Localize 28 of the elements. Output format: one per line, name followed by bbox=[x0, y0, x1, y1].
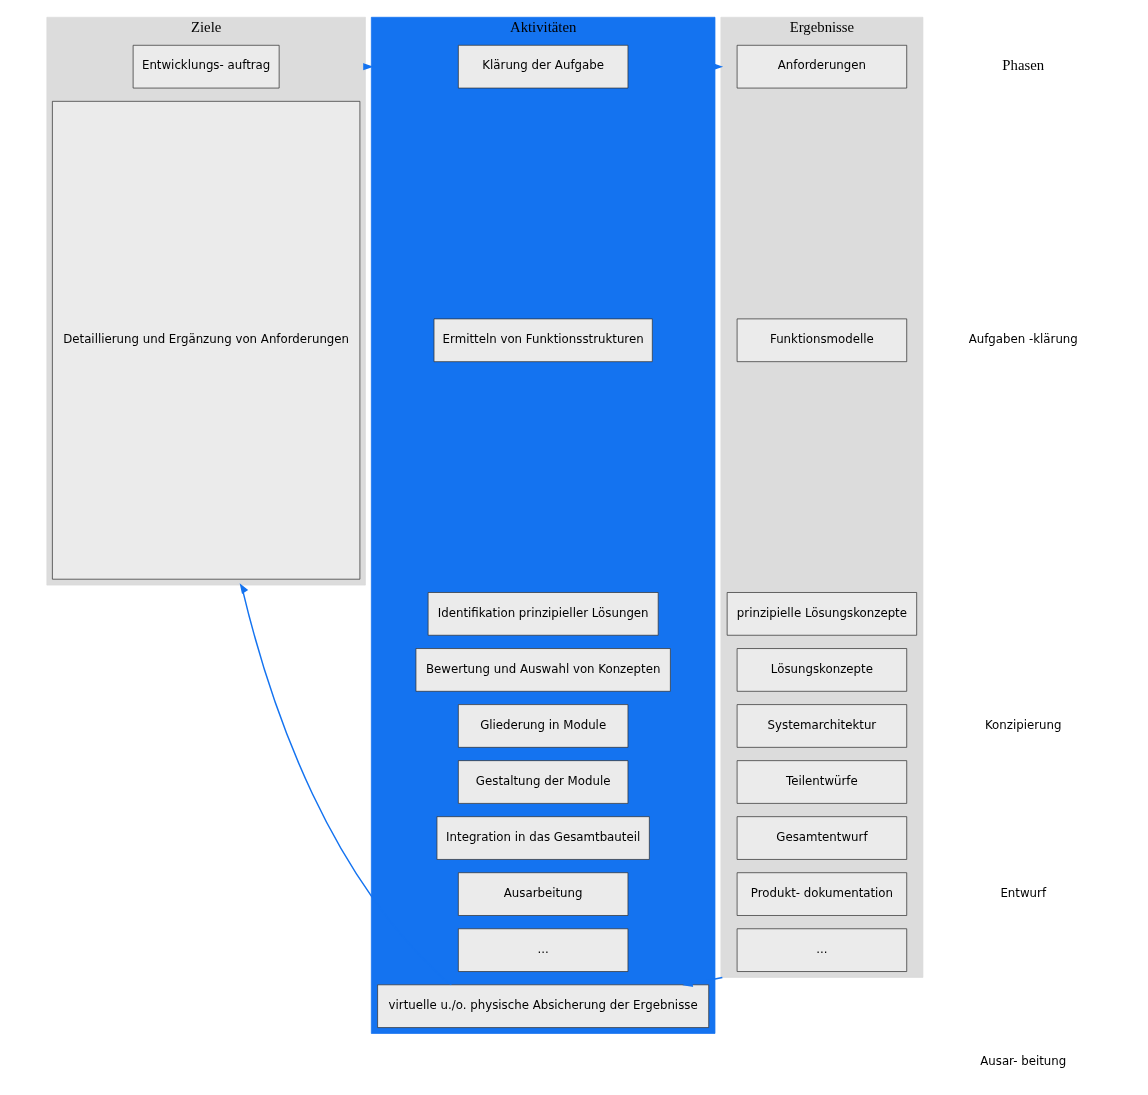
node-box: Funktionsmodelle bbox=[736, 318, 907, 363]
node-box: ... bbox=[457, 928, 628, 972]
node-box: Gesamtentwurf bbox=[736, 816, 907, 860]
node-box: Gliederung in Module bbox=[457, 704, 628, 748]
node-box: virtuelle u./o. physische Absicherung der Ergebnisse bbox=[376, 984, 709, 1028]
node-box: Bewertung und Auswahl von Konzepten bbox=[415, 648, 671, 692]
node-box: Teilentwürfe bbox=[736, 760, 907, 804]
label: Entwurf bbox=[999, 885, 1046, 900]
node-box: Klärung der Aufgabe bbox=[457, 44, 628, 89]
label: Aufgaben -klärung bbox=[968, 332, 1078, 347]
node-box: prinzipielle Lösungskonzepte bbox=[726, 592, 917, 636]
node-box: Lösungskonzepte bbox=[736, 648, 907, 692]
node-box: Ausarbeitung bbox=[457, 872, 628, 916]
node-box: Anforderungen bbox=[736, 44, 907, 89]
node-box: Entwicklungs- auftrag bbox=[132, 44, 279, 89]
node-box: Detaillierung und Ergänzung von Anforderungen bbox=[51, 100, 360, 580]
node-box: Identifikation prinzipieller Lösungen bbox=[427, 592, 659, 636]
node-box: Ermitteln von Funktionsstrukturen bbox=[433, 318, 653, 363]
arrow bbox=[681, 976, 723, 987]
node-box: Integration in das Gesamtbauteil bbox=[436, 816, 650, 860]
label: Phasen bbox=[1001, 57, 1044, 74]
label: Ausar- beitung bbox=[979, 1054, 1066, 1069]
node-box: Systemarchitektur bbox=[736, 704, 907, 748]
label: Konzipierung bbox=[984, 717, 1062, 732]
arrow bbox=[239, 583, 452, 986]
node-box: ... bbox=[736, 928, 907, 972]
node-box: Gestaltung der Module bbox=[457, 760, 628, 804]
node-box: Produkt- dokumentation bbox=[736, 872, 907, 916]
